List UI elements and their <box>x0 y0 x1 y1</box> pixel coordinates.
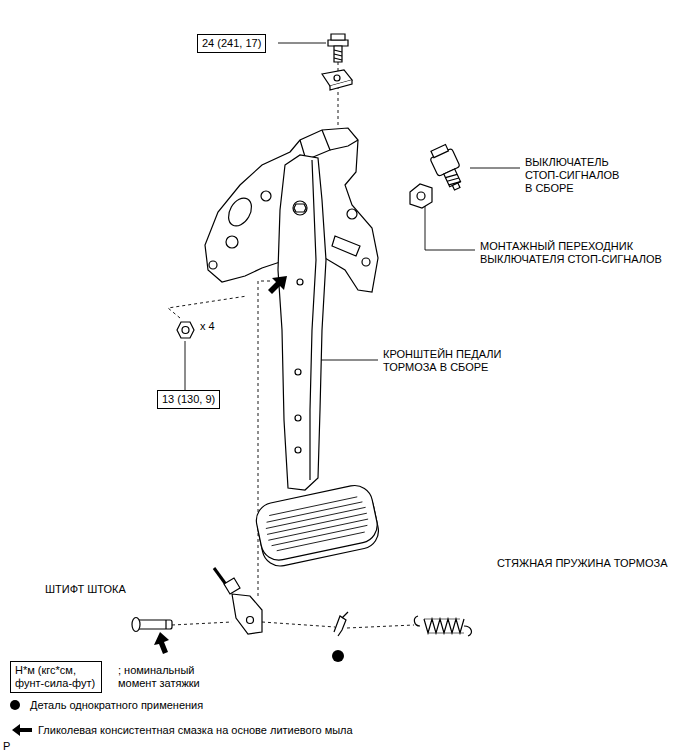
drawing-path <box>347 625 414 628</box>
leader-lines <box>185 43 520 390</box>
part-label: МОНТАЖНЫЙ ПЕРЕХОДНИК ВЫКЛЮЧАТЕЛЯ СТОП-СИ… <box>480 240 663 266</box>
drawing-circle <box>295 369 301 375</box>
rod-pin <box>132 618 172 632</box>
drawing-circle <box>182 327 189 334</box>
legend-arrow <box>12 724 32 736</box>
drawing-path <box>224 578 240 594</box>
pedal-pad <box>253 482 382 569</box>
drawing-rect <box>431 145 448 158</box>
part-label: ШТИФТ ШТОКА <box>45 583 126 596</box>
drawing-path <box>278 155 326 490</box>
drawing-path <box>165 620 166 629</box>
torque-value: 24 (241, 17) <box>202 37 261 50</box>
drawing-path <box>177 322 194 338</box>
drawing-path <box>262 622 335 627</box>
drawing-path <box>334 50 342 60</box>
drawing-circle <box>417 192 425 200</box>
drawing-circle <box>247 617 254 624</box>
drawing-circle <box>209 261 217 269</box>
clip-nut <box>322 70 352 90</box>
drawing-path <box>424 619 464 633</box>
drawing-path <box>330 140 358 150</box>
drawing-path <box>168 296 247 318</box>
drawing-path <box>332 236 360 256</box>
drawing-circle <box>347 209 357 219</box>
assembly-lines <box>168 62 414 628</box>
drawing-path <box>470 168 520 169</box>
bolt <box>328 34 348 62</box>
drawing-path <box>424 619 464 633</box>
drawing-circle <box>297 279 303 285</box>
legend-text: Гликолевая консистентная смазка на основ… <box>38 724 353 737</box>
drawing-circle <box>293 201 307 215</box>
drawing-circle <box>362 258 370 266</box>
grease-arrow <box>154 632 169 654</box>
drawing-path <box>294 204 306 212</box>
part-label: ВЫКЛЮЧАТЕЛЬ СТОП-СИГНАЛОВ В СБОРЕ <box>525 156 621 195</box>
drawing-path <box>263 496 370 552</box>
drawing-rect <box>253 482 380 563</box>
drawing-path <box>278 43 326 44</box>
part-label: СТЯЖНАЯ ПРУЖИНА ТОРМОЗА <box>497 557 668 570</box>
drawing-path <box>318 360 378 361</box>
drawing-path <box>330 80 352 90</box>
clip <box>334 612 348 636</box>
drawing-path <box>414 616 420 626</box>
drawing-path <box>334 616 346 636</box>
torque-value: Н*м (кгс*см, фунт-сила-фут) <box>15 664 97 690</box>
quantity-label: x 4 <box>200 320 215 333</box>
switch-adapter <box>410 184 432 208</box>
legend-text: Деталь однократного применения <box>30 699 203 712</box>
drawing-circle <box>226 236 238 248</box>
push-rod <box>214 568 262 634</box>
drawing-path <box>172 622 232 625</box>
drawing-circle <box>334 75 340 81</box>
drawing-path <box>331 34 345 40</box>
drawing-path <box>310 160 316 480</box>
drawing-circle <box>261 191 271 201</box>
nut <box>177 322 194 338</box>
torque-box: 24 (241, 17) <box>197 34 266 53</box>
drawing-path <box>185 341 186 390</box>
legend-text: ; номинальный момент затяжки <box>118 664 201 690</box>
drawing-path <box>334 46 342 62</box>
drawing-ellipse <box>132 618 140 632</box>
return-spring <box>414 616 471 636</box>
stop-switch <box>427 143 468 194</box>
legend-dot <box>10 700 20 710</box>
drawing-path <box>342 612 348 618</box>
drawing-path <box>328 40 348 46</box>
drawing-circle <box>295 447 301 453</box>
drawing-path <box>232 594 262 634</box>
drawing-path <box>410 184 432 208</box>
drawing-circle <box>295 415 301 421</box>
single-use-dot <box>332 650 344 662</box>
torque-box: Н*м (кгс*см, фунт-сила-фут) <box>10 661 102 693</box>
torque-value: 13 (130, 9) <box>162 393 215 406</box>
torque-box: 13 (130, 9) <box>157 390 220 409</box>
drawing-rect <box>136 620 172 629</box>
pedal-arm <box>278 155 326 490</box>
part-label: КРОНШТЕЙН ПЕДАЛИ ТОРМОЗА В СБОРЕ <box>383 348 503 374</box>
drawing-path <box>464 626 471 636</box>
grease-arrow <box>268 276 287 294</box>
drawing-ellipse <box>224 194 256 230</box>
drawing-rect <box>452 183 460 190</box>
figure-code: P <box>3 740 10 753</box>
drawing-path <box>425 204 475 250</box>
